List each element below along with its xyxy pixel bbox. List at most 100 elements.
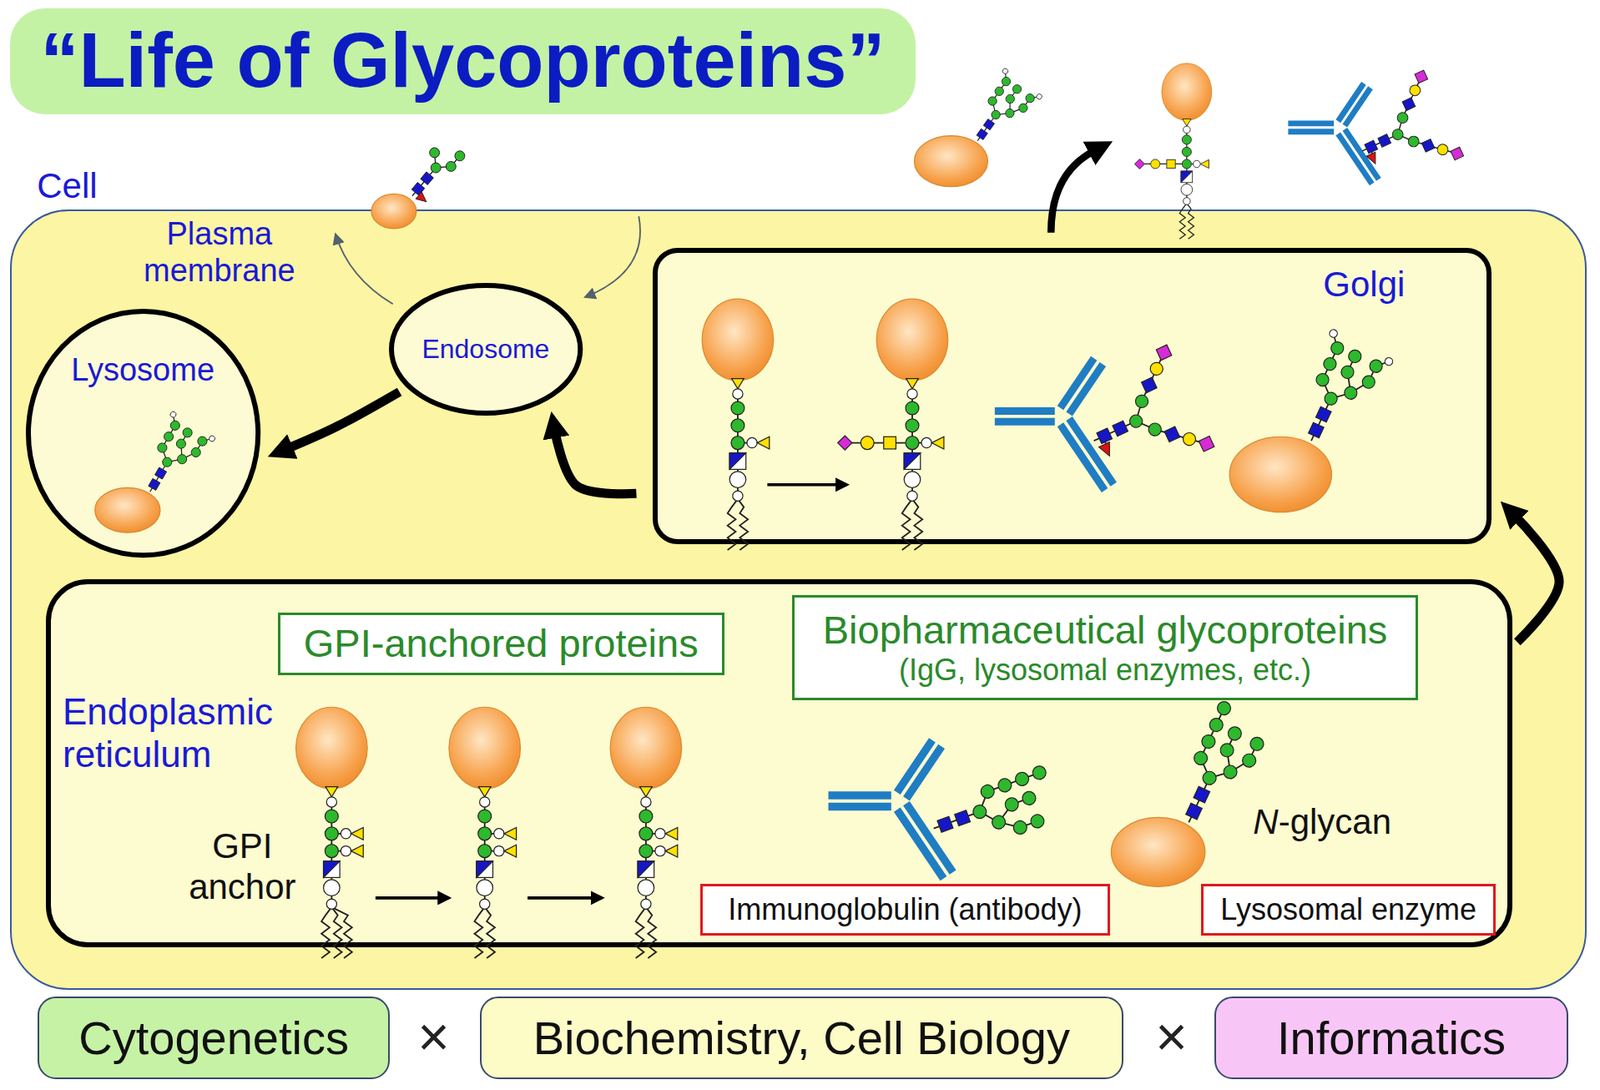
- sugar-symbol: [1215, 699, 1233, 717]
- linker-symbol: [478, 787, 491, 798]
- sugar-symbol: [1226, 724, 1244, 742]
- sugar-symbol: [1435, 142, 1450, 157]
- linker-symbol: [325, 787, 339, 798]
- phosphate-symbol: [907, 388, 918, 399]
- sugar-symbol: [1406, 134, 1421, 149]
- lipid-chain: [331, 907, 352, 959]
- glycan-bond: [1413, 136, 1429, 151]
- glycan-bond: [427, 167, 437, 179]
- glycan-bond: [1331, 386, 1352, 406]
- glycan-bond: [1323, 398, 1332, 415]
- antibody-chain: [1337, 133, 1372, 184]
- glycan-bond: [1350, 377, 1368, 399]
- gpi-protein-icon: [701, 298, 774, 551]
- glycan-bond: [1230, 755, 1250, 778]
- glycan-bond: [450, 156, 460, 167]
- glycan-bond: [1011, 797, 1030, 805]
- glycan-bond: [1322, 363, 1331, 380]
- glycan-bond: [1023, 98, 1030, 109]
- node-outline-shape: [391, 285, 581, 414]
- inositol-symbol: [476, 879, 494, 897]
- sugar-symbol: [444, 159, 459, 174]
- lipid-chain: [646, 907, 657, 959]
- glycan-bond: [196, 441, 203, 453]
- phosphate-symbol: [1193, 160, 1202, 168]
- glycan-bond: [995, 106, 1010, 121]
- protein-icon: [95, 487, 161, 533]
- gpi-protein-icon: [1134, 63, 1212, 240]
- phosphate-symbol: [732, 490, 743, 501]
- antibody-chain: [1344, 87, 1371, 126]
- phosphate-symbol: [1183, 126, 1192, 134]
- protein-icon: [1161, 63, 1212, 121]
- sugar-symbol: [1414, 70, 1429, 84]
- glycan-bond: [1201, 777, 1210, 795]
- illustration: [95, 63, 1464, 959]
- sugar-symbol: [989, 108, 1002, 121]
- gpi-bond: [1186, 163, 1197, 165]
- protein-icon: [701, 298, 774, 381]
- sugar-symbol: [161, 430, 175, 444]
- sugar-symbol: [1001, 67, 1010, 76]
- gpi-bond: [331, 832, 346, 835]
- sugar-symbol: [837, 435, 853, 450]
- gpi-bond: [646, 832, 661, 835]
- sugar-symbol: [989, 813, 1007, 831]
- sugar-symbol: [176, 453, 189, 466]
- sugar-symbol: [453, 148, 468, 163]
- antibody-chain: [1344, 129, 1378, 180]
- sugar-symbol: [999, 75, 1012, 87]
- inositol-symbol: [637, 879, 655, 897]
- glucosamine-symbol: [729, 453, 747, 470]
- sugar-symbol: [1020, 789, 1038, 807]
- glycan-bond: [944, 817, 963, 825]
- glycan-bond: [154, 473, 162, 485]
- label-anchor: N-glycan: [1252, 802, 1392, 843]
- node-label: Cell: [36, 166, 97, 207]
- sugar-symbol: [1127, 413, 1145, 430]
- glycan-bond: [1428, 141, 1443, 155]
- sugar-symbol: [1322, 390, 1340, 408]
- sugar-symbol: [731, 436, 745, 450]
- glycan-bond: [181, 432, 188, 444]
- inositol-symbol: [729, 471, 747, 489]
- label-anchor: ×: [417, 1005, 450, 1070]
- sugar-symbol: [860, 436, 874, 450]
- glycan-bond: [1311, 430, 1317, 442]
- sugar-symbol: [1315, 406, 1332, 423]
- antibody-icon: [1287, 83, 1378, 185]
- antibody-chain: [1337, 83, 1364, 122]
- sugar-symbol: [1191, 749, 1210, 768]
- sugar-symbol: [1314, 371, 1332, 389]
- protein-icon: [610, 706, 682, 789]
- glycan-bond: [992, 90, 1000, 101]
- lipid-chain: [727, 499, 738, 551]
- glycan-bond: [1317, 379, 1338, 399]
- gpi-protein-icon: [296, 706, 369, 959]
- node-label: Immunoglobulin (antibody): [727, 892, 1082, 927]
- glycan-bond: [414, 188, 425, 198]
- flow-arrow: [285, 391, 400, 450]
- node-label: Cytogenetics: [78, 1011, 349, 1065]
- endosome-circle: Endosome: [388, 282, 583, 416]
- sugar-symbol: [478, 844, 492, 859]
- sugar-symbol: [427, 146, 442, 161]
- node-label: GPI-anchored proteins: [303, 620, 699, 667]
- phosphate-symbol: [326, 797, 337, 808]
- phosphate-symbol: [747, 437, 758, 448]
- antibody-chain: [827, 791, 891, 799]
- sugar-symbol: [324, 827, 339, 841]
- glycan-bond: [1000, 70, 1011, 81]
- sugar-symbol: [1181, 430, 1198, 448]
- sugar-symbol: [1198, 436, 1215, 453]
- linker-symbol: [640, 787, 653, 798]
- antibody-chain: [994, 418, 1055, 426]
- glucosamine-symbol: [637, 861, 655, 879]
- phosphate-symbol: [1183, 197, 1192, 206]
- sugar-symbol: [148, 478, 161, 490]
- sugar-symbol: [207, 434, 216, 443]
- sugar-symbol: [1346, 348, 1363, 365]
- ethanolamine-symbol: [351, 827, 364, 841]
- sugar-symbol: [1207, 716, 1226, 734]
